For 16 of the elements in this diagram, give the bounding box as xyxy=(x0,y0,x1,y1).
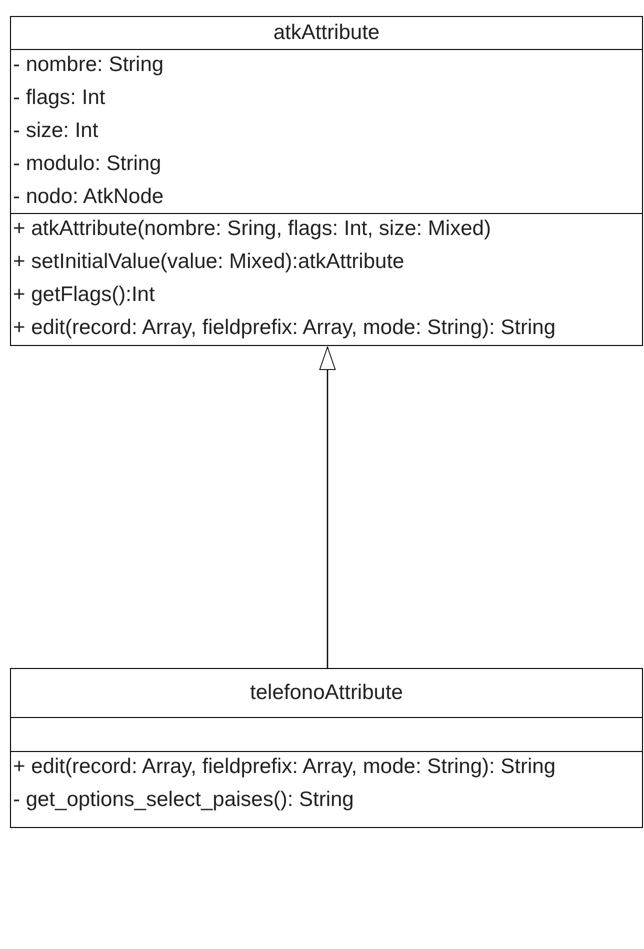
class-box xyxy=(10,668,643,828)
method-text: - get_options_select_paises(): String xyxy=(13,787,354,813)
method-text: + edit(record: Array, fieldprefix: Array, mode: String): String xyxy=(13,754,556,780)
attribute-text: - modulo: String xyxy=(13,151,162,177)
method-text: + setInitialValue(value: Mixed):atkAttribute xyxy=(13,249,404,275)
method-text: + edit(record: Array, fieldprefix: Array, mode: String): String xyxy=(13,315,556,341)
method-text: + atkAttribute(nombre: Sring, flags: Int, size: Mixed) xyxy=(13,216,491,242)
generalization-arrow xyxy=(319,346,336,668)
attribute-text: - flags: Int xyxy=(13,85,106,111)
class-name: atkAttribute xyxy=(272,20,381,46)
class-name: telefonoAttribute xyxy=(249,680,404,706)
attribute-text: - size: Int xyxy=(13,118,98,144)
method-text: + getFlags():Int xyxy=(13,282,155,308)
attribute-text: - nombre: String xyxy=(13,52,164,78)
class-box xyxy=(10,16,643,346)
attribute-text: - nodo: AtkNode xyxy=(13,184,164,210)
